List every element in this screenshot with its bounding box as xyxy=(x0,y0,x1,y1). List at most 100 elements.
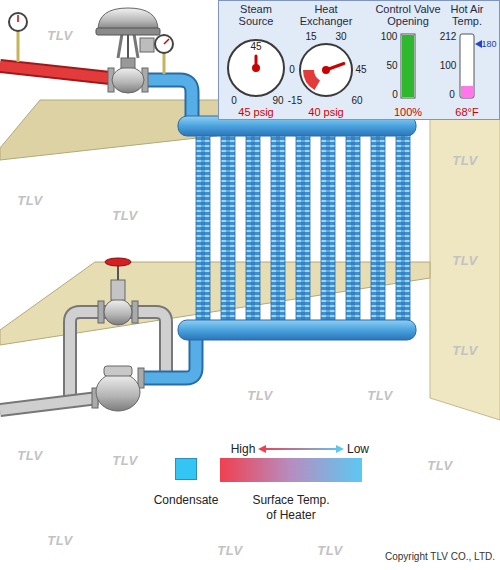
heater-tube xyxy=(246,132,260,324)
watermark: TLV xyxy=(112,453,137,468)
watermark: TLV xyxy=(17,448,42,463)
pressure-gauge: Steam Source4509045 psig xyxy=(220,0,292,120)
steam-trap-body xyxy=(96,373,140,411)
reading-value: 68°F xyxy=(455,106,478,119)
steam-pipe xyxy=(0,66,110,78)
tube-core xyxy=(401,132,405,324)
watermark: TLV xyxy=(47,533,72,548)
instrument-title: Heat Exchanger xyxy=(296,3,356,27)
valve-yoke xyxy=(118,34,138,58)
scale-number: 0 xyxy=(289,64,295,76)
legend-arrow xyxy=(262,448,340,450)
duct-wall xyxy=(430,112,500,420)
heater-tube xyxy=(221,132,235,324)
pressure-gauge: Heat Exchanger1530045-156040 psig xyxy=(283,0,371,120)
scale-number: 15 xyxy=(305,31,316,43)
thermometer-fill xyxy=(461,86,473,97)
condensate-pipe xyxy=(140,334,196,378)
heater-tube xyxy=(271,132,285,324)
watermark: TLV xyxy=(452,253,477,268)
copyright-note: Copyright TLV CO., LTD. xyxy=(385,551,495,563)
scale-number: -15 xyxy=(288,95,302,107)
valve-stem xyxy=(127,34,129,58)
watermark: TLV xyxy=(17,193,42,208)
setpoint-value: 180 xyxy=(481,39,496,50)
drain-pipe xyxy=(0,398,98,410)
reading-value: 40 psig xyxy=(308,106,343,119)
needle-hub xyxy=(322,66,330,74)
pressure-gauge-icon xyxy=(155,35,173,53)
actuator-plate xyxy=(96,28,160,35)
heater-tube xyxy=(296,132,310,324)
thermometer-tube xyxy=(460,34,474,98)
drain-pipe xyxy=(0,398,98,410)
condensate-pipe xyxy=(140,334,196,378)
thermometer: Hot Air Temp.212100018068°F xyxy=(444,0,500,120)
scale-end-label: High xyxy=(231,442,256,456)
watermark: TLV xyxy=(452,343,477,358)
scale-number: 0 xyxy=(449,89,455,101)
scale-number: 60 xyxy=(351,95,362,107)
tube-core xyxy=(351,132,355,324)
heater-tube xyxy=(321,132,335,324)
valve-positioner xyxy=(140,38,154,52)
watermark: TLV xyxy=(47,28,72,43)
tube-core xyxy=(376,132,380,324)
watermark: TLV xyxy=(112,208,137,223)
tube-core xyxy=(201,132,205,324)
bar-frame xyxy=(401,34,415,98)
legend-arrowhead xyxy=(258,445,266,453)
scale-number: 30 xyxy=(335,31,346,43)
pressure-gauge-icon xyxy=(9,13,27,31)
legend-label: Condensate xyxy=(154,493,219,508)
watermark: TLV xyxy=(217,543,242,558)
heater-tube xyxy=(346,132,360,324)
gauge-stem xyxy=(17,30,20,62)
instrument-title: Steam Source xyxy=(226,3,286,27)
gauge-icon-needle xyxy=(17,15,19,22)
scale-number: 212 xyxy=(440,31,457,43)
watermark: TLV xyxy=(452,153,477,168)
instrument-title: Control Valve Opening xyxy=(372,3,444,27)
valve-opening-bar: Control Valve Opening100500100% xyxy=(372,0,446,120)
needle-hub xyxy=(252,64,260,72)
bar-fill xyxy=(402,35,414,97)
setpoint-arrow xyxy=(475,40,482,48)
tube-core xyxy=(276,132,280,324)
scale-number: 100 xyxy=(440,60,457,72)
tube-core xyxy=(251,132,255,324)
tube-core xyxy=(226,132,230,324)
watermark: TLV xyxy=(247,388,272,403)
instrument-title: Hot Air Temp. xyxy=(445,3,489,27)
tube-core xyxy=(301,132,305,324)
control-valve-body xyxy=(112,67,144,93)
gate-valve-body xyxy=(104,299,132,325)
valve-flange xyxy=(132,301,138,323)
valve-bonnet xyxy=(121,58,135,68)
steam-trap-cap xyxy=(104,366,132,376)
gate-valve-bonnet xyxy=(111,280,125,300)
gauge-red-zone xyxy=(303,70,320,90)
legend-arrowhead xyxy=(336,445,344,453)
handwheel xyxy=(105,258,131,266)
heater-tube xyxy=(196,132,210,324)
scale-end-label: Low xyxy=(347,442,369,456)
watermark: TLV xyxy=(427,458,452,473)
scale-number: 0 xyxy=(231,95,237,107)
gauge-stem xyxy=(163,52,166,74)
watermark: TLV xyxy=(317,543,342,558)
gauge-dial xyxy=(228,40,284,96)
watermark: TLV xyxy=(367,388,392,403)
gauge-icon-needle xyxy=(164,39,169,44)
scale-number: 0 xyxy=(392,89,398,101)
gauge-dial xyxy=(300,44,352,96)
steam-pipe xyxy=(0,66,110,78)
heater-header xyxy=(178,320,416,340)
valve-actuator xyxy=(98,8,158,30)
scale-number: 100 xyxy=(381,31,398,43)
heater-tube xyxy=(396,132,410,324)
valve-flange xyxy=(98,301,104,323)
scale-number: 90 xyxy=(272,95,283,107)
reading-value: 45 psig xyxy=(238,106,273,119)
legend-gradient-swatch xyxy=(220,458,362,482)
